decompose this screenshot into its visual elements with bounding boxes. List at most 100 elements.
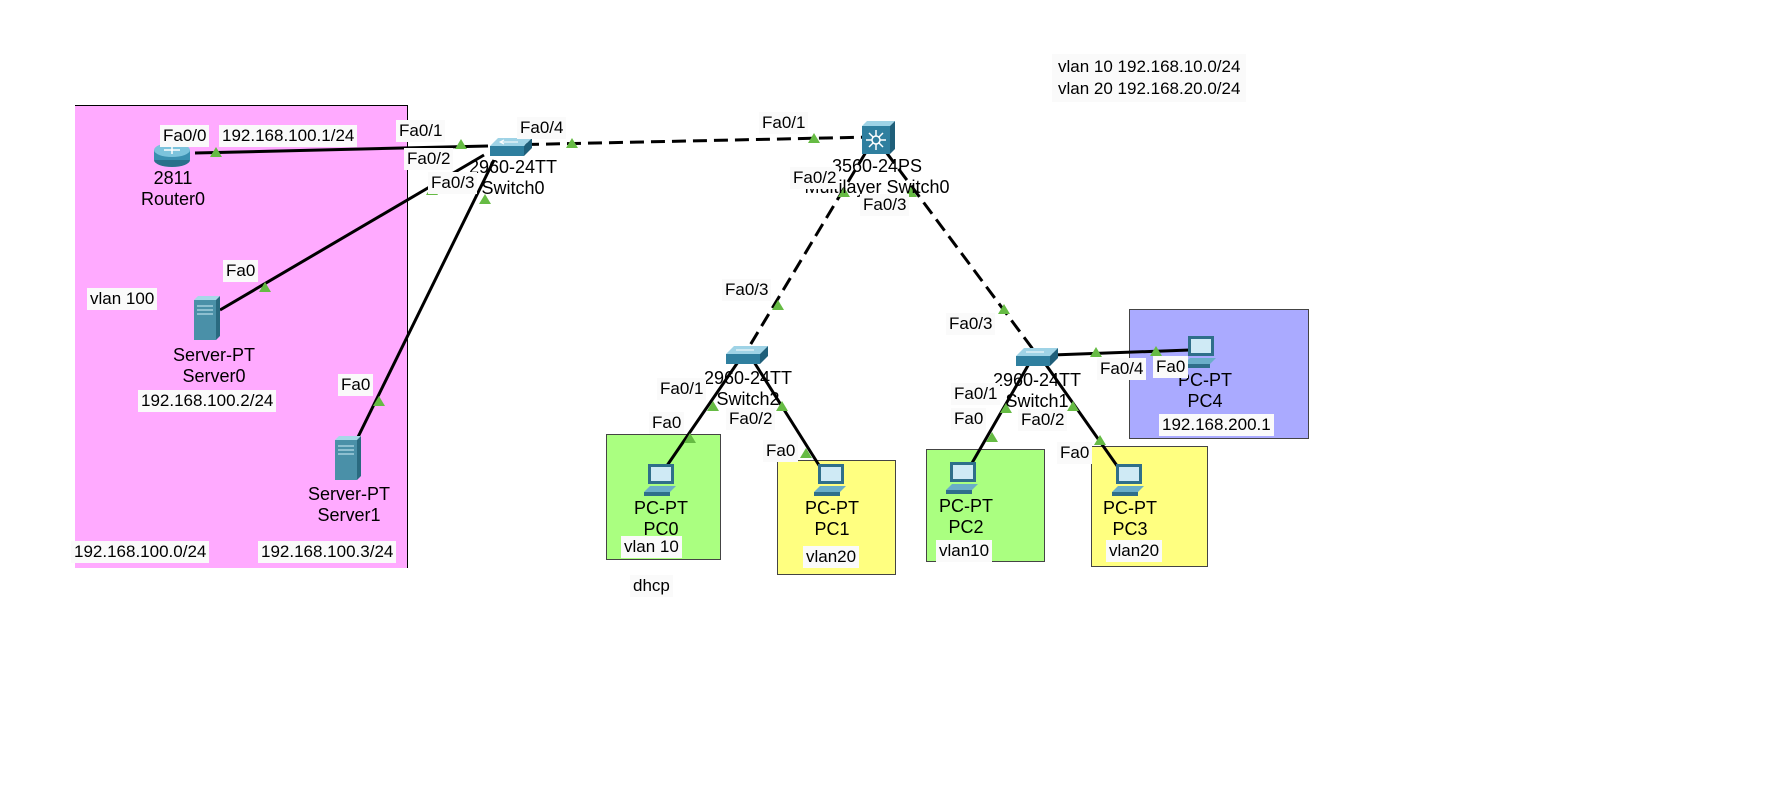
vlan20-subnet: vlan 20 192.168.20.0/24 [1058,79,1241,98]
port-up-indicator [838,187,850,197]
pc4-icon[interactable] [1184,336,1216,368]
pc0-vlan-note: vlan 10 [621,536,682,558]
port-label-switch0-fa03: Fa0/3 [428,172,478,194]
pc1-vlan-note: vlan20 [803,546,860,568]
port-up-indicator [808,133,820,143]
mlswitch0-name: Multilayer Switch0 [804,177,950,197]
pc4-label: PC-PT PC4 [1178,370,1232,412]
pc0-model: PC-PT [634,498,688,518]
link-mlswitch0-switch2[interactable] [744,151,868,353]
port-indicators [210,133,1162,458]
port-label-pc0-fa0: Fa0 [649,412,685,434]
switch0-icon[interactable] [490,138,532,156]
switch2-name: Switch2 [716,389,780,409]
port-label-server0-fa0: Fa0 [223,260,259,282]
server1-name: Server1 [317,505,381,525]
server-zone [75,105,408,568]
port-up-indicator [1094,435,1106,445]
link-switch1-pc4[interactable] [1051,348,1191,357]
pc2-model: PC-PT [939,496,993,516]
port-up-indicator [479,194,491,204]
port-up-indicator [1150,346,1162,356]
server0-model: Server-PT [172,345,256,365]
port-label-switch2-fa02: Fa0/2 [726,408,776,430]
port-label-pc4-fa0: Fa0 [1153,356,1189,378]
pc1-model: PC-PT [805,498,859,518]
port-up-indicator [1067,401,1079,411]
port-label-mlswitch0-fa02: Fa0/2 [790,167,840,189]
port-up-indicator [210,147,222,157]
switch2-label: 2960-24TT Switch2 [704,368,792,410]
vlan100-note: vlan 100 [87,288,158,310]
port-up-indicator [986,432,998,442]
link-server1-switch0[interactable] [356,159,496,438]
port-label-switch0-fa04: Fa0/4 [517,117,567,139]
pc1-label: PC-PT PC1 [805,498,859,540]
server1-model: Server-PT [307,484,391,504]
server1-ip-note: 192.168.100.3/24 [258,541,397,563]
pc2-icon[interactable] [946,462,978,494]
pc3-model: PC-PT [1103,498,1157,518]
pc1-icon[interactable] [814,464,846,496]
port-label-pc1-fa0: Fa0 [763,440,799,462]
port-up-indicator [455,139,467,149]
pc3-icon[interactable] [1112,464,1144,496]
link-switch1-pc3[interactable] [1042,361,1122,471]
pc4-model: PC-PT [1178,370,1232,390]
link-switch2-pc0[interactable] [662,361,740,471]
mlswitch0-model: 3560-24PS [831,156,923,176]
switch0-name: Switch0 [481,178,545,198]
server0-icon[interactable] [194,296,220,340]
port-label-switch1-fa04: Fa0/4 [1097,358,1147,380]
switch1-name: Switch1 [1005,391,1069,411]
link-router0-switch0[interactable] [194,144,489,155]
switch1-label: 2960-24TT Switch1 [993,370,1081,412]
port-up-indicator [772,300,784,310]
link-switch2-pc1[interactable] [752,361,824,471]
pc2-vlan-note: vlan10 [936,540,993,562]
router0-model: 2811 [153,168,193,188]
switch2-model: 2960-24TT [703,368,793,388]
dhcp-note: dhcp [630,575,673,597]
pc0-name: PC0 [643,519,679,539]
vlan10-subnet: vlan 10 192.168.10.0/24 [1058,57,1241,76]
server0-name: Server0 [182,366,246,386]
mlswitch0-icon[interactable] [862,121,895,154]
mlswitch0-label: 3560-24PS Multilayer Switch0 [804,156,949,198]
switch0-label: 2960-24TT Switch0 [469,157,557,199]
port-label-mlswitch0-fa03: Fa0/3 [860,194,910,216]
switch1-model: 2960-24TT [992,370,1082,390]
pc0-icon[interactable] [644,464,676,496]
port-label-switch1-fa02: Fa0/2 [1018,409,1068,431]
port-label-server1-fa0: Fa0 [338,374,374,396]
pc3-name: PC3 [1112,519,1148,539]
switch1-icon[interactable] [1016,348,1058,366]
network-100-note: 192.168.100.0/24 [71,541,210,563]
pc3-label: PC-PT PC3 [1103,498,1157,540]
link-switch1-pc2[interactable] [966,361,1032,471]
pc4-name: PC4 [1187,391,1223,411]
port-up-indicator [373,396,385,406]
link-switch0-mlswitch0[interactable] [503,135,873,147]
server1-icon[interactable] [335,436,361,480]
router0-name: Router0 [140,189,206,209]
port-label-router0-fa00: Fa0/0 [160,125,210,147]
pc0-label: PC-PT PC0 [634,498,688,540]
port-up-indicator [684,433,696,443]
pc1-name: PC1 [814,519,850,539]
port-up-indicator [1000,403,1012,413]
port-label-switch2-fa03: Fa0/3 [722,279,772,301]
port-up-indicator [707,401,719,411]
router-ip-note: 192.168.100.1/24 [219,125,358,147]
server0-label: Server-PT Server0 [173,345,255,387]
port-label-switch1-fa01: Fa0/1 [951,383,1001,405]
port-label-pc3-fa0: Fa0 [1057,442,1093,464]
pc2-label: PC-PT PC2 [939,496,993,538]
vlan-subnet-note: vlan 10 192.168.10.0/24 vlan 20 192.168.… [1052,54,1247,102]
pc4-ip-note: 192.168.200.1 [1159,414,1274,436]
port-label-switch1-fa03: Fa0/3 [946,313,996,335]
port-up-indicator [566,138,578,148]
switch2-icon[interactable] [726,346,768,364]
port-up-indicator [998,304,1010,314]
